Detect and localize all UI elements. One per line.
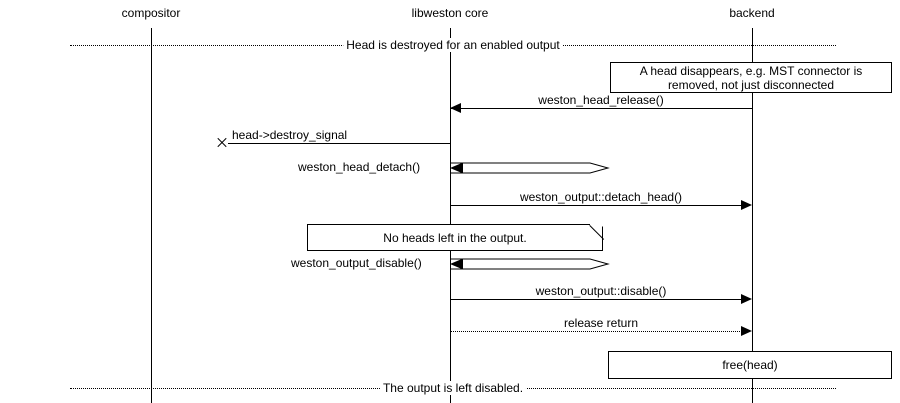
lifeline-header-libweston-core: libweston core [411,6,489,20]
action-box-free-head: free(head) [608,351,892,379]
message-label-weston-output-detach-head: weston_output::detach_head() [517,190,685,204]
lifeline-header-compositor: compositor [121,6,181,20]
lifeline-backend [752,28,753,403]
message-line-head-destroy-signal [228,143,450,144]
note-no-heads-left: No heads left in the output. [307,224,603,251]
message-line-release-return [450,331,742,332]
arrowhead-right-weston-output-detach-head [741,200,752,210]
message-label-weston-head-detach: weston_head_detach() [296,160,423,174]
message-line-weston-output-detach-head [450,205,742,206]
arrowhead-right-weston-output-disable [741,294,752,304]
message-line-weston-output-disable [450,299,742,300]
message-line-weston-head-release [450,108,752,109]
lifeline-libweston-core [450,28,451,403]
note-mst-connector: A head disappears, e.g. MST connector is… [610,62,892,93]
message-label-weston-output-disable-self: weston_output_disable() [289,256,424,270]
message-label-weston-head-release: weston_head_release() [536,93,666,107]
separator-label-top: Head is destroyed for an enabled output [343,38,563,52]
arrowhead-left-weston-head-release [450,103,461,113]
note-fold-top-mask [590,224,603,225]
note-mst-connector-line1: A head disappears, e.g. MST connector is [639,63,863,78]
action-box-free-head-label: free(head) [722,358,778,372]
message-label-weston-output-disable: weston_output::disable() [533,284,669,298]
lost-message-x-icon [216,137,228,149]
note-mst-connector-line2: removed, not just disconnected [667,77,835,92]
lifeline-header-backend: backend [729,6,775,20]
note-no-heads-left-text: No heads left in the output. [383,230,527,245]
self-message-weston-head-detach [450,158,610,182]
separator-label-bottom: The output is left disabled. [379,381,527,395]
message-label-release-return: release return [561,316,641,330]
self-message-weston-output-disable [450,254,610,278]
lifeline-compositor [151,28,152,403]
arrowhead-right-release-return [741,326,752,336]
message-label-head-destroy-signal: head->destroy_signal [230,128,350,142]
